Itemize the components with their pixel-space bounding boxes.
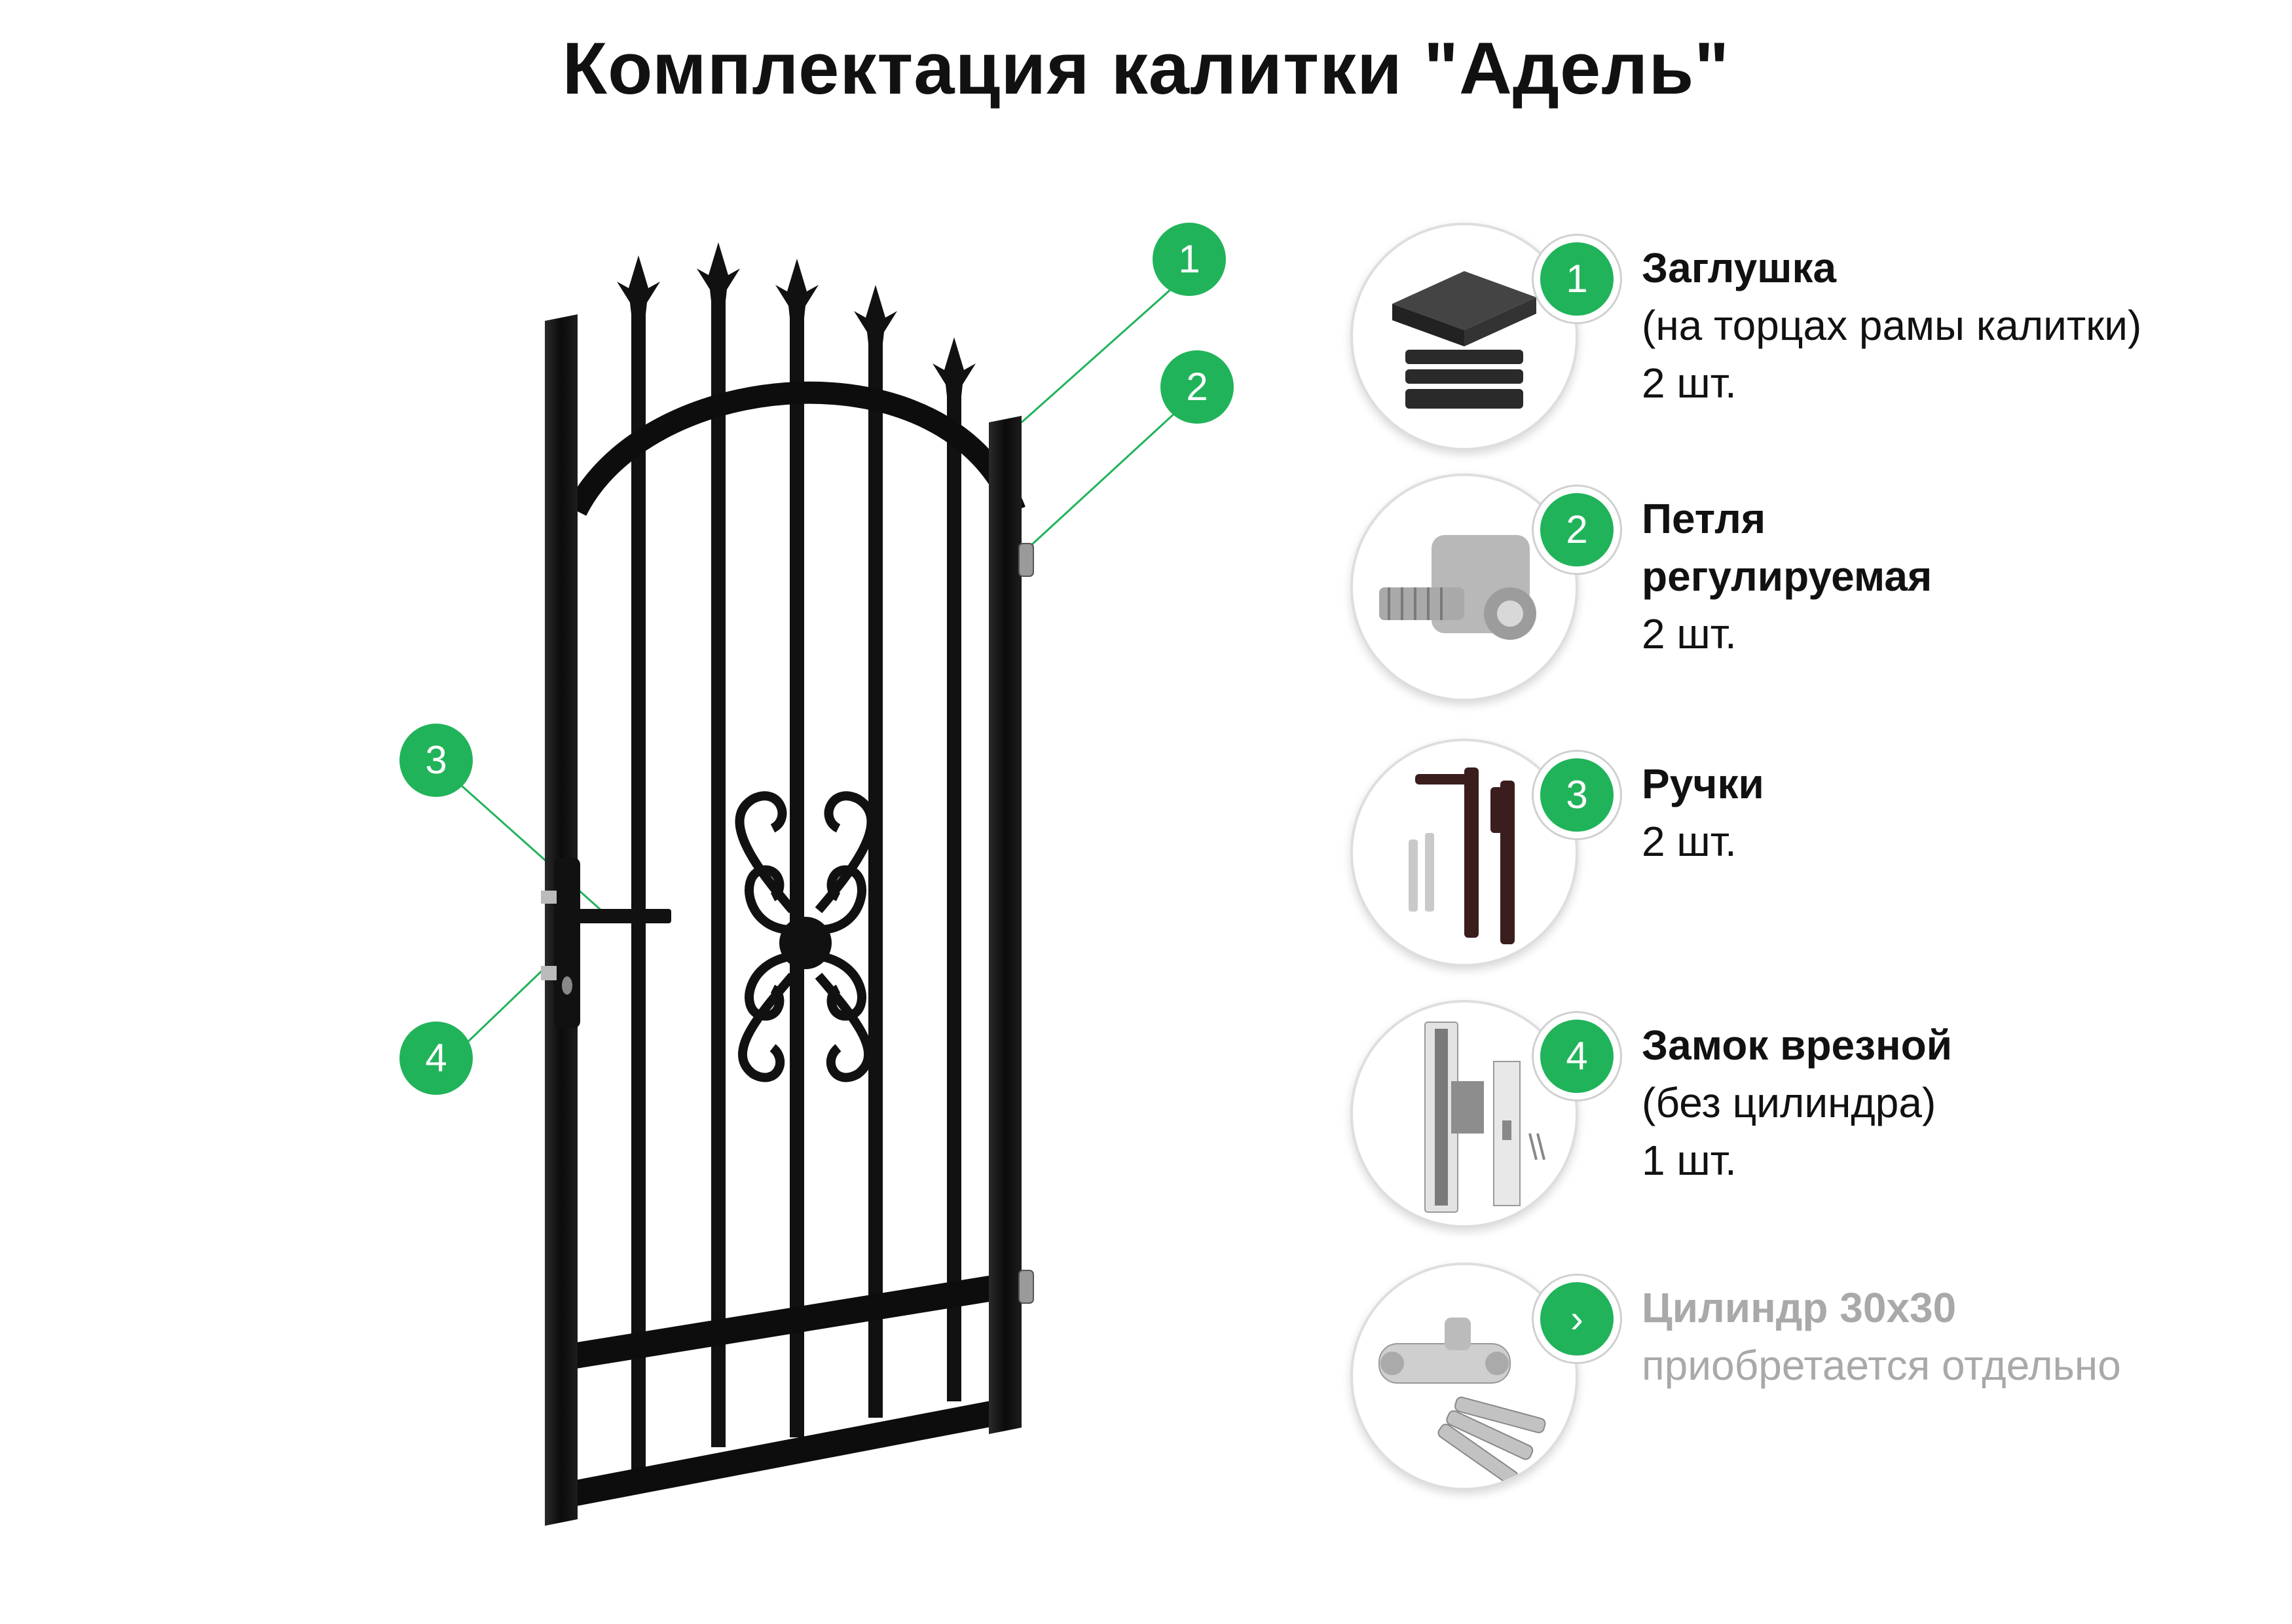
- item-badge-2: 2: [1534, 487, 1620, 573]
- item-name: Заглушка: [1642, 244, 1837, 291]
- item-badge-4: 4: [1534, 1013, 1620, 1099]
- chevron-right-icon: ›: [1570, 1297, 1583, 1340]
- kit-item-cap: 1 Заглушка (на торцах рамы калитки) 2 шт…: [1350, 223, 2267, 452]
- lock-and-handle: [541, 858, 671, 1028]
- page-title: Комплектация калитки "Адель": [562, 28, 1730, 109]
- item-description: (на торцах рамы калитки): [1642, 302, 2142, 349]
- item-name: Ручки: [1642, 760, 1764, 807]
- item-badge-1: 1: [1534, 236, 1620, 322]
- item-quantity: 2 шт.: [1642, 610, 1737, 657]
- item-name: Петля: [1642, 495, 1766, 542]
- callout-badge-1: 1: [1153, 223, 1226, 296]
- item-note: приобретается отдельно: [1642, 1342, 2121, 1389]
- item-badge-chevron: ›: [1534, 1276, 1620, 1362]
- item-name: Цилиндр 30х30: [1642, 1284, 1957, 1331]
- callout-badge-4: 4: [399, 1022, 473, 1095]
- item-name-continued: регулируемая: [1642, 553, 1932, 600]
- item-name: Замок врезной: [1642, 1022, 1953, 1069]
- scroll-ornament: [735, 791, 876, 1082]
- callout-badge-2: 2: [1160, 350, 1234, 424]
- ornament-center: [779, 917, 832, 969]
- hinge-icons: [1018, 543, 1034, 1304]
- kit-item-lock: 4 Замок врезной (без цилиндра) 1 шт.: [1350, 1000, 2267, 1229]
- item-quantity: 2 шт.: [1642, 360, 1737, 407]
- item-quantity: 2 шт.: [1642, 818, 1737, 865]
- spear-tips: [617, 242, 976, 396]
- gate-pickets: [631, 282, 961, 1480]
- kit-item-hinge: 2 Петля регулируемая 2 шт.: [1350, 473, 2267, 703]
- gate-arch: [566, 381, 1026, 516]
- item-badge-3: 3: [1534, 752, 1620, 838]
- kit-item-cylinder: › Цилиндр 30х30 приобретается отдельно: [1350, 1263, 2267, 1492]
- callout-badge-3: 3: [399, 724, 473, 797]
- kit-item-handles: 3 Ручки 2 шт.: [1350, 739, 2267, 968]
- gate-rails: [576, 1270, 1022, 1506]
- item-description: (без цилиндра): [1642, 1079, 1936, 1126]
- item-quantity: 1 шт.: [1642, 1137, 1737, 1184]
